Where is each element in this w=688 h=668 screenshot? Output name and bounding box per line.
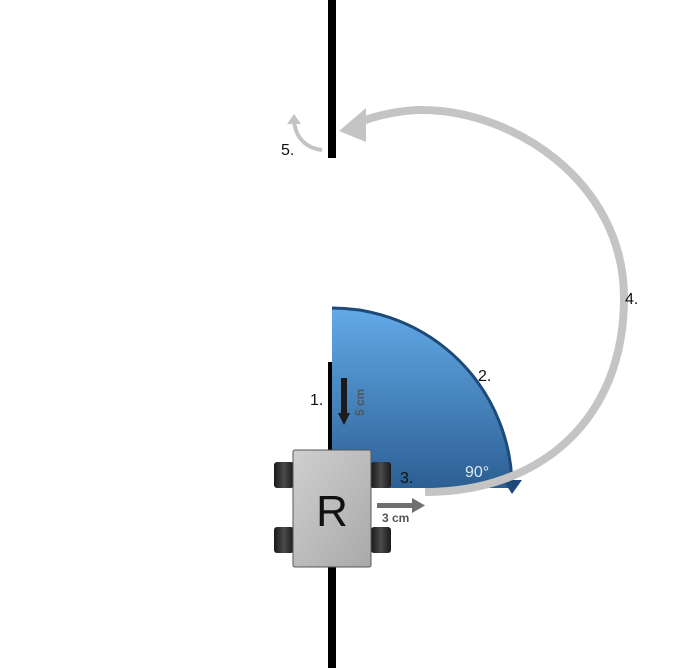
robot-label: R — [316, 487, 348, 536]
sideways-arrowhead — [412, 498, 425, 513]
turn-sector — [332, 308, 512, 488]
forward-distance-label: 5 cm — [353, 389, 367, 416]
exit-curve-arrowhead — [287, 114, 301, 124]
wheel-rear-right-icon — [371, 527, 391, 553]
turn-sector-arc-border — [331, 306, 514, 489]
turn-arrow-tip — [503, 480, 522, 494]
line-segment-bottom — [328, 566, 336, 668]
step-5-label: 5. — [281, 142, 294, 159]
return-arc-arrowhead — [339, 108, 366, 142]
wheel-rear-left-icon — [274, 527, 294, 553]
forward-arrowhead — [338, 413, 350, 425]
wheel-front-left-icon — [274, 462, 294, 488]
step-3-label: 3. — [400, 470, 413, 487]
wheel-front-right-icon — [371, 462, 391, 488]
sideways-distance-label: 3 cm — [382, 511, 409, 525]
step-1-label: 1. — [310, 392, 323, 409]
sideways-arrow-shaft — [377, 503, 413, 508]
step-4-label: 4. — [625, 291, 638, 308]
return-arc-path — [354, 105, 629, 496]
exit-curve-path — [292, 121, 323, 152]
line-segment-top — [328, 0, 336, 158]
robot-body — [292, 449, 372, 568]
forward-arrow-shaft — [341, 378, 347, 414]
turn-angle-label: 90° — [465, 464, 489, 481]
step-2-label: 2. — [478, 368, 491, 385]
